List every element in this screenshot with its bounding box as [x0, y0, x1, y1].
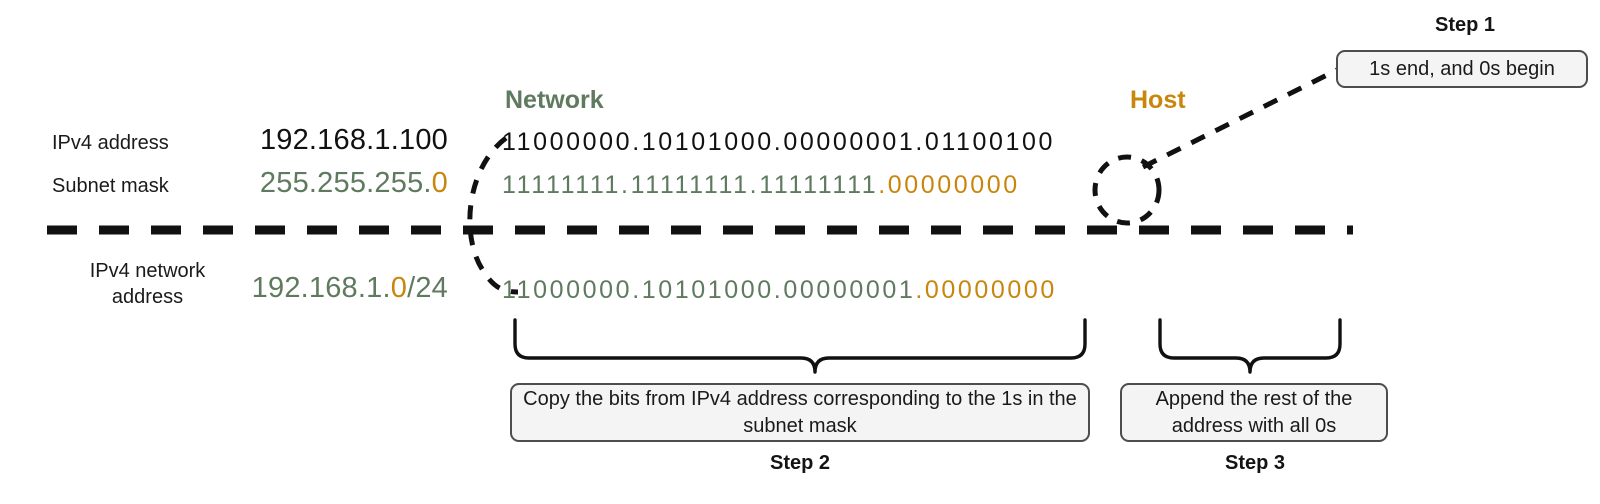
subnet-mask-decimal-suffix: 0 — [431, 167, 448, 199]
leader-curve-network-icon — [467, 136, 519, 295]
step1-title: Step 1 — [1434, 14, 1496, 36]
subnet-mask-octet-2: 11111111 — [630, 171, 750, 199]
section-header-host: Host — [1130, 86, 1186, 114]
subnet-mask-octet-3: 11111111 — [759, 171, 879, 199]
network-octet-3: 00000001 — [783, 276, 916, 304]
row-label-ipv4-network-address-line2: address — [111, 286, 184, 308]
ipv4-address-octet-1: 11000000 — [502, 128, 633, 156]
binary-dot: . — [749, 171, 760, 199]
brace-host-icon — [1158, 318, 1342, 374]
network-decimal-suffix: /24 — [407, 272, 448, 304]
network-octet-4: 00000000 — [924, 276, 1057, 304]
binary-dot: . — [773, 276, 784, 304]
ipv4-address-decimal: 192.168.1.100 — [259, 124, 448, 156]
subnet-mask-octet-4: 00000000 — [887, 171, 1020, 199]
binary-dot: . — [878, 171, 888, 199]
step3-title: Step 3 — [1224, 452, 1286, 474]
ipv4-network-address-binary: 11000000.10101000.00000001.00000000 — [502, 276, 1057, 305]
binary-dot: . — [621, 171, 631, 199]
step1-callout[interactable]: 1s end, and 0s begin — [1336, 50, 1588, 88]
network-decimal-prefix: 192.168.1. — [251, 272, 391, 304]
binary-dot: . — [915, 276, 925, 304]
divider — [47, 225, 1353, 235]
subnet-mask-decimal: 255.255.255.0 — [190, 167, 448, 200]
subnet-mask-decimal-prefix: 255.255.255. — [259, 167, 432, 199]
network-octet-1: 11000000 — [502, 276, 633, 304]
subnet-mask-binary: 11111111.11111111.11111111.00000000 — [502, 171, 1020, 200]
ipv4-network-address-decimal: 192.168.1.0/24 — [190, 272, 448, 305]
row-label-ipv4-address: IPv4 address — [52, 132, 169, 154]
step2-title: Step 2 — [769, 452, 831, 474]
leader-line-step1-icon — [1141, 65, 1343, 170]
step2-callout[interactable]: Copy the bits from IPv4 address correspo… — [510, 383, 1090, 442]
network-octet-2: 10101000 — [641, 276, 774, 304]
subnet-mask-octet-1: 11111111 — [502, 171, 622, 199]
network-decimal-middle: 0 — [390, 272, 408, 304]
brace-network-icon — [513, 318, 1087, 374]
ipv4-address-octet-3: 00000001 — [783, 128, 916, 156]
section-header-network: Network — [505, 86, 604, 114]
row-label-ipv4-network-address-line1: IPv4 network — [89, 260, 206, 282]
ipv4-address-octet-4: 01100100 — [924, 128, 1056, 156]
step3-callout[interactable]: Append the rest of the address with all … — [1120, 383, 1388, 442]
highlight-ellipse-icon — [1092, 154, 1162, 226]
binary-dot: . — [632, 128, 642, 156]
binary-dot: . — [915, 128, 925, 156]
binary-dot: . — [773, 128, 784, 156]
ipv4-address-binary: 11000000.10101000.00000001.01100100 — [502, 128, 1055, 157]
ipv4-address-octet-2: 10101000 — [641, 128, 774, 156]
binary-dot: . — [632, 276, 642, 304]
row-label-subnet-mask: Subnet mask — [52, 175, 169, 197]
